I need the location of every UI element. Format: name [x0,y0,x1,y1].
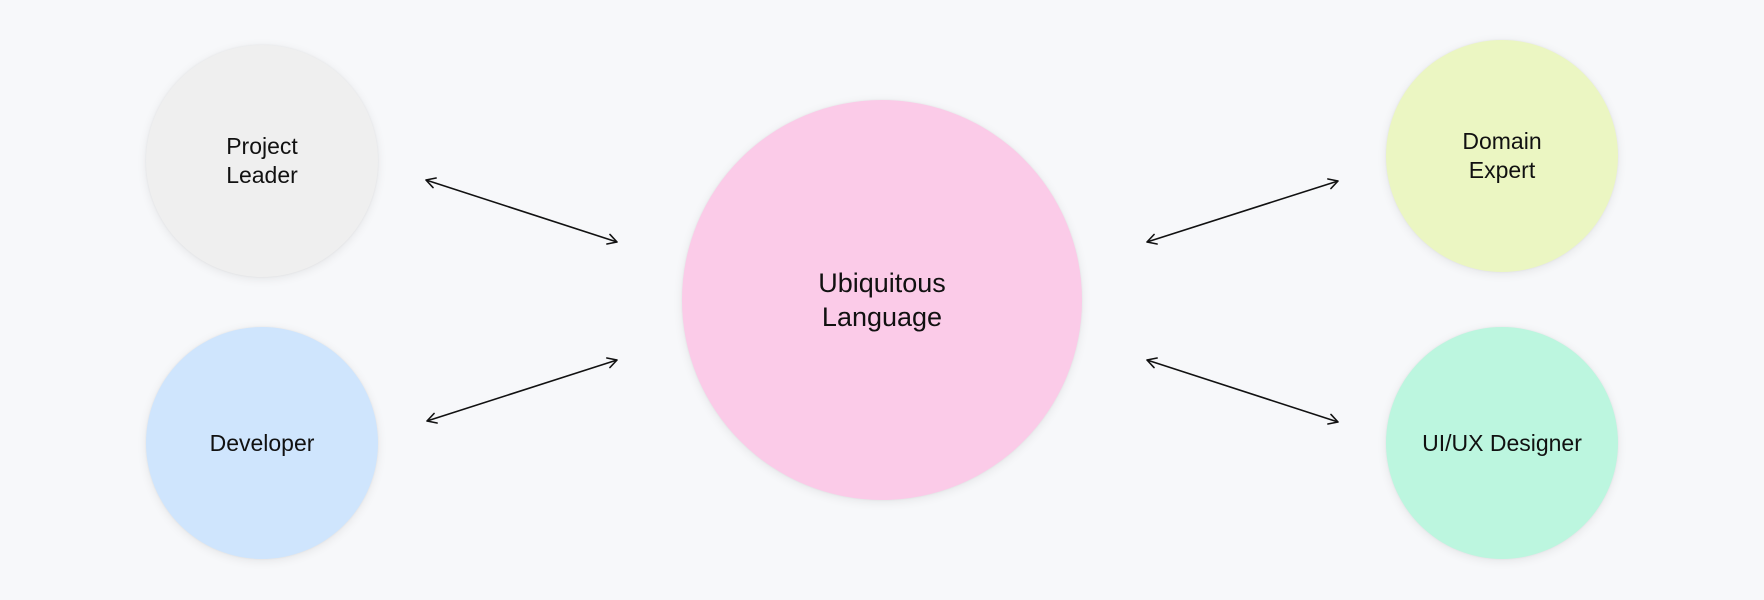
node-uiux-designer-label: UI/UX Designer [1422,429,1582,456]
node-domain-expert-label: Domain Expert [1462,128,1542,183]
node-project-leader-label: Project Leader [226,133,298,188]
node-developer: Developer [146,327,378,559]
node-project-leader: Project Leader [146,45,378,277]
node-domain-expert: Domain Expert [1386,40,1618,272]
node-uiux-designer: UI/UX Designer [1386,327,1618,559]
arrow-project-leader-center [425,177,618,245]
arrow-domain-expert-center [1146,178,1339,245]
arrow-developer-center [426,357,618,424]
node-ubiquitous-language: Ubiquitous Language [682,100,1082,500]
node-developer-label: Developer [209,429,315,456]
node-ubiquitous-language-label: Ubiquitous Language [818,268,946,332]
arrow-uiux-designer-center [1146,357,1339,425]
